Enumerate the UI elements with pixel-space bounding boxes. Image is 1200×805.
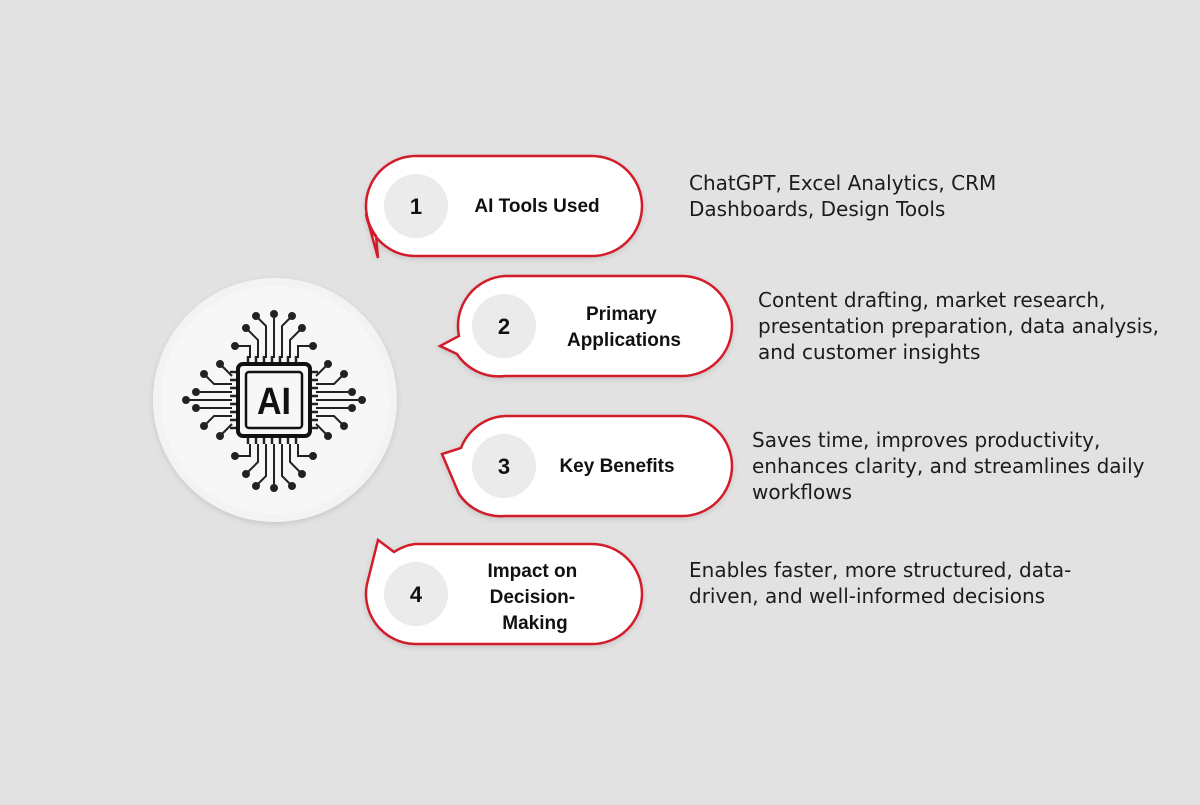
- step-4-title-line-2: Decision-: [490, 587, 576, 608]
- step-1: 1 AI Tools Used: [364, 154, 644, 259]
- step-3-title: Key Benefits: [559, 456, 674, 477]
- ai-hub: AI: [153, 278, 397, 522]
- step-2-number: 2: [498, 314, 510, 339]
- step-3-title-line-1: Key Benefits: [559, 456, 674, 477]
- ai-chip-icon: [182, 310, 366, 492]
- step-2-title-line-2: Applications: [567, 330, 681, 351]
- step-4-title-line-3: Making: [502, 613, 567, 634]
- step-3: 3 Key Benefits: [440, 414, 734, 518]
- ai-chip-label: AI: [257, 381, 291, 423]
- step-1-title: AI Tools Used: [474, 196, 599, 217]
- chip-body-inner-icon: [244, 370, 304, 430]
- step-4-number: 4: [410, 582, 423, 607]
- step-3-number-circle: [472, 434, 536, 498]
- step-4-number-circle: [384, 562, 448, 626]
- circuit-traces-bottom-icon: [231, 444, 317, 492]
- step-4-description: Enables faster, more structured, data-dr…: [689, 558, 1072, 608]
- step-1-number-circle: [384, 174, 448, 238]
- step-3-number: 3: [498, 454, 510, 479]
- step-1-title-line-1: AI Tools Used: [474, 196, 599, 217]
- step-2-number-circle: [472, 294, 536, 358]
- step-4-title: Impact on Decision- Making: [487, 561, 582, 634]
- step-4-title-line-1: Impact on: [487, 561, 577, 582]
- circuit-traces-top-icon: [231, 310, 317, 358]
- step-2-title: Primary Applications: [567, 304, 681, 351]
- circuit-traces-left-icon: [182, 360, 233, 440]
- step-1-description: ChatGPT, Excel Analytics, CRM Dashboards…: [689, 171, 997, 221]
- step-2-title-line-1: Primary: [586, 304, 657, 325]
- step-4: 4 Impact on Decision- Making: [364, 537, 644, 646]
- circuit-traces-right-icon: [315, 360, 366, 440]
- step-1-number: 1: [410, 194, 422, 219]
- step-2-description: Content drafting, market research, prese…: [758, 288, 1159, 364]
- step-2: 2 Primary Applications: [437, 274, 734, 378]
- step-3-description: Saves time, improves productivity, enhan…: [752, 428, 1145, 504]
